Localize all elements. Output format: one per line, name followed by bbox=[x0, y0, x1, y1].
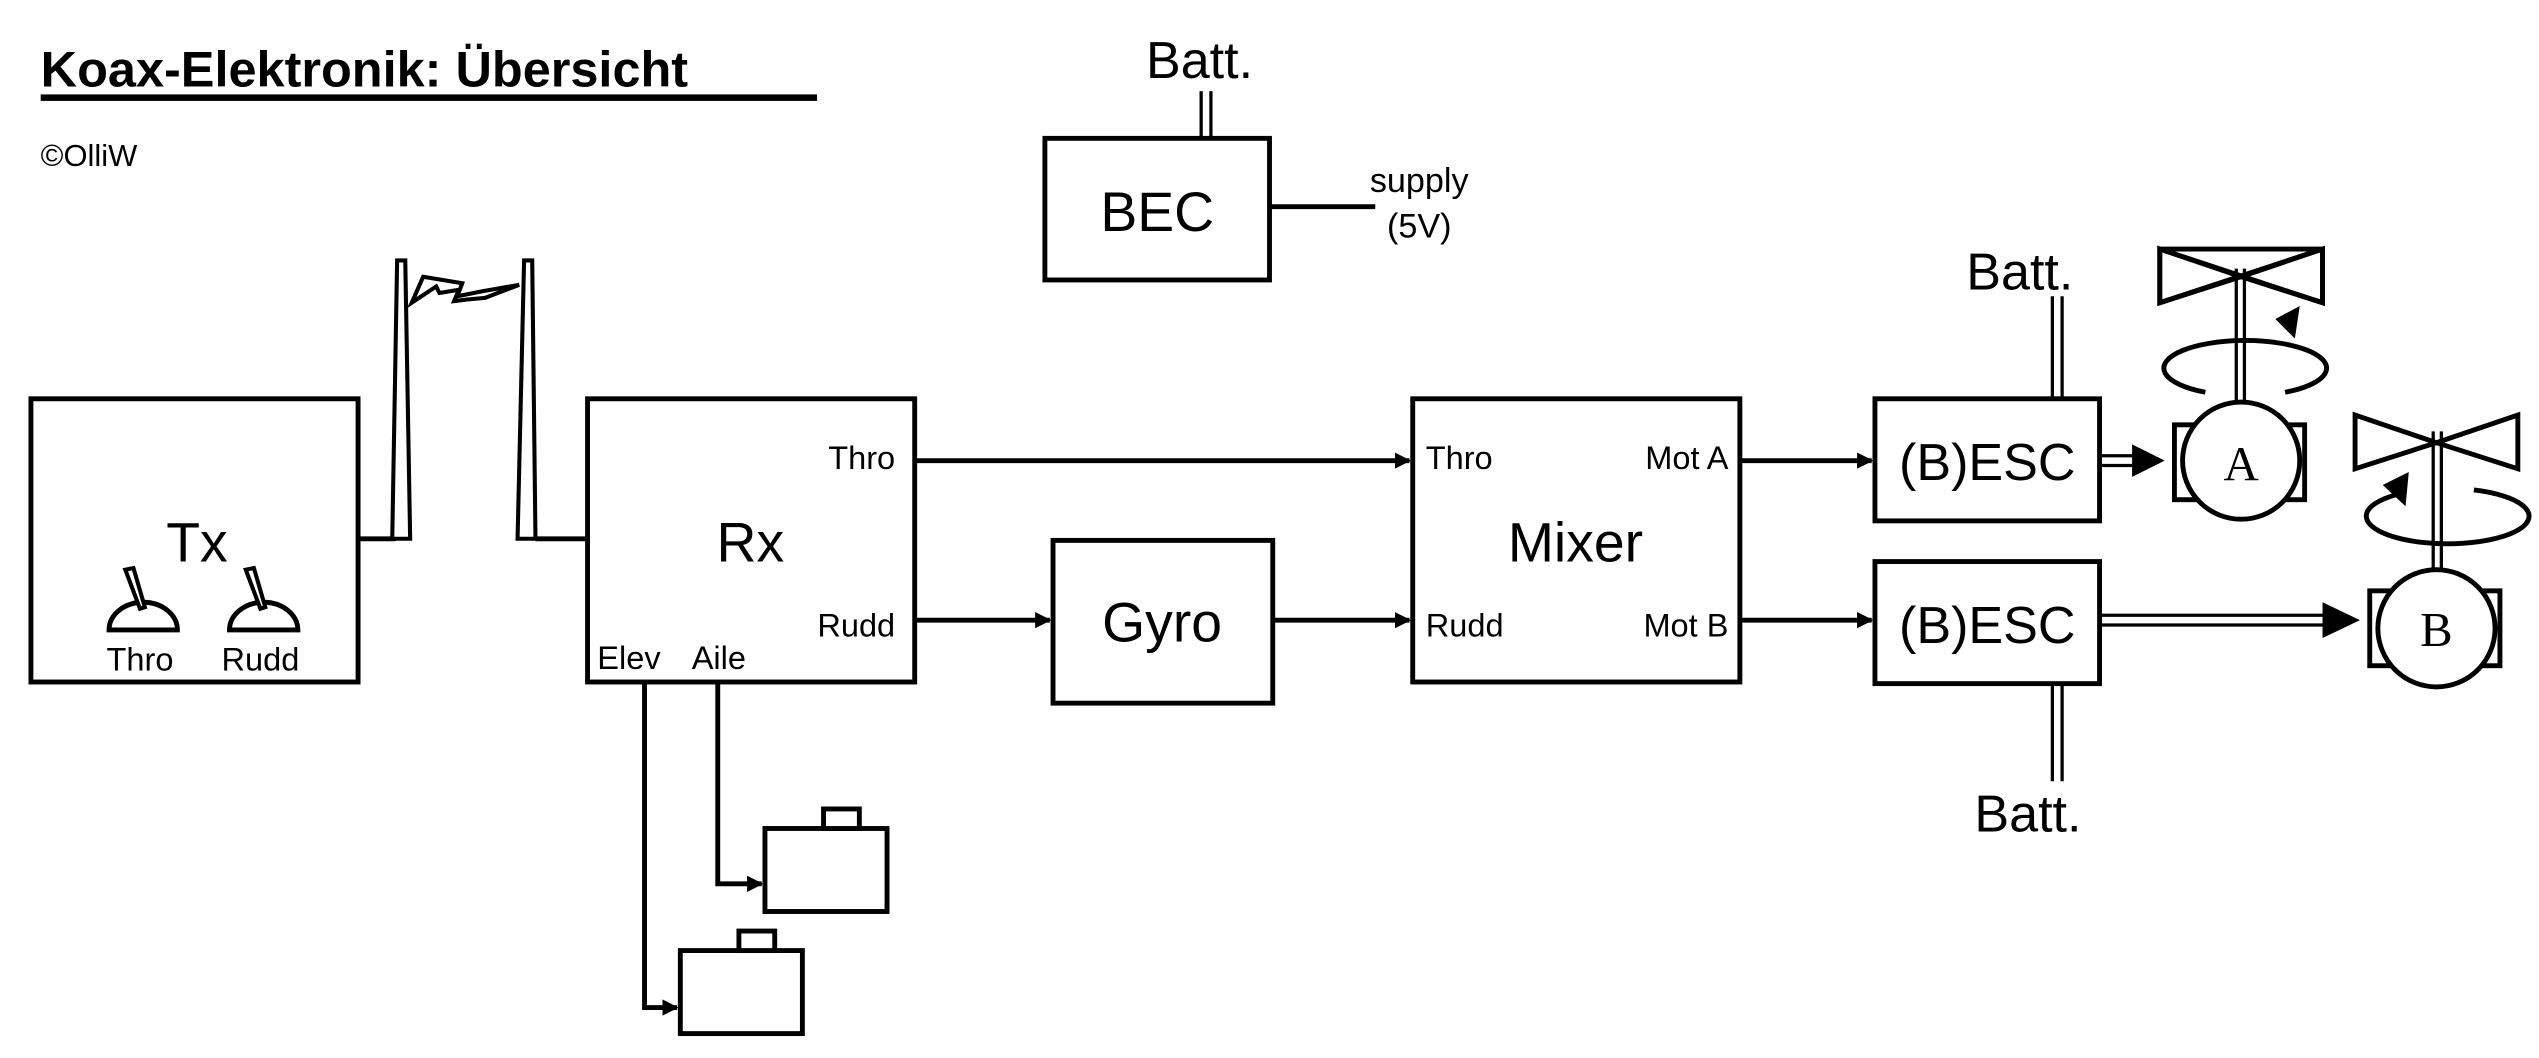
esc-a-block: (B)ESC Batt. bbox=[1872, 244, 2102, 524]
esc-b-to-motor-wire bbox=[2099, 602, 2360, 639]
mixer-mot-a-port: Mot A bbox=[1645, 440, 1728, 476]
title-underline bbox=[40, 94, 818, 101]
copyright: ©OlliW bbox=[41, 138, 138, 173]
mixer-rudd-port: Rudd bbox=[1426, 607, 1504, 643]
esc-b-battery-label: Batt. bbox=[1974, 786, 2081, 844]
diagram-title: Koax-Elektronik: Übersicht bbox=[41, 40, 689, 97]
tx-label: Tx bbox=[166, 512, 228, 574]
bec-label: BEC bbox=[1100, 181, 1214, 243]
antenna-tx-icon bbox=[358, 258, 413, 542]
rx-aile-port: Aile bbox=[692, 640, 746, 676]
rx-rudd-port: Rudd bbox=[817, 607, 895, 643]
tx-block: Tx Thro Rudd bbox=[28, 396, 361, 685]
motor-a-label: A bbox=[2224, 436, 2259, 491]
servo-elev-icon bbox=[677, 928, 805, 1037]
bec-box bbox=[1042, 135, 1272, 283]
esc-b-block: (B)ESC Batt. bbox=[1872, 559, 2102, 844]
tx-stick-rudd-label: Rudd bbox=[222, 642, 300, 678]
bec-block: BEC Batt. supply (5V) bbox=[1042, 32, 1470, 283]
mixer-label: Mixer bbox=[1508, 512, 1643, 574]
esc-a-label: (B)ESC bbox=[1899, 434, 2076, 492]
gyro-label: Gyro bbox=[1102, 591, 1222, 653]
elev-wire bbox=[642, 682, 679, 1016]
esc-a-to-motor-wire bbox=[2099, 444, 2165, 477]
rx-label: Rx bbox=[716, 512, 784, 574]
radio-link-lightning-icon bbox=[407, 274, 520, 309]
tx-box bbox=[28, 396, 361, 685]
esc-b-label: (B)ESC bbox=[1899, 597, 2076, 655]
bec-supply-label: supply bbox=[1370, 162, 1470, 200]
gyro-block: Gyro bbox=[1050, 537, 1276, 706]
throttle-stick-icon bbox=[106, 565, 180, 633]
rx-block: Rx Thro Rudd Elev Aile bbox=[585, 396, 918, 685]
bec-supply-voltage: (5V) bbox=[1387, 208, 1452, 246]
servo-aile-icon bbox=[762, 806, 890, 914]
esc-a-box bbox=[1872, 396, 2102, 524]
gyro-box bbox=[1050, 537, 1276, 706]
mixer-mot-b-port: Mot B bbox=[1643, 607, 1728, 643]
mixer-block: Mixer Thro Rudd Mot A Mot B bbox=[1410, 396, 1743, 685]
rotor-a-icon bbox=[2157, 245, 2329, 404]
rudder-stick-icon bbox=[227, 565, 301, 633]
esc-b-box bbox=[1872, 559, 2102, 687]
motor-a-icon: A bbox=[2171, 399, 2308, 522]
bec-battery-label: Batt. bbox=[1146, 32, 1253, 90]
rx-thro-port: Thro bbox=[828, 440, 895, 476]
rx-elev-port: Elev bbox=[597, 640, 661, 676]
tx-stick-thro-label: Thro bbox=[107, 642, 174, 678]
mixer-thro-port: Thro bbox=[1426, 440, 1493, 476]
aile-wire bbox=[715, 682, 764, 892]
rotor-b-icon bbox=[2352, 411, 2532, 570]
motor-b-label: B bbox=[2420, 602, 2453, 657]
antenna-rx-icon bbox=[515, 258, 586, 542]
esc-a-battery-label: Batt. bbox=[1966, 244, 2073, 302]
motor-b-icon: B bbox=[2367, 567, 2503, 690]
mixer-box bbox=[1410, 396, 1743, 685]
rx-box bbox=[585, 396, 918, 685]
